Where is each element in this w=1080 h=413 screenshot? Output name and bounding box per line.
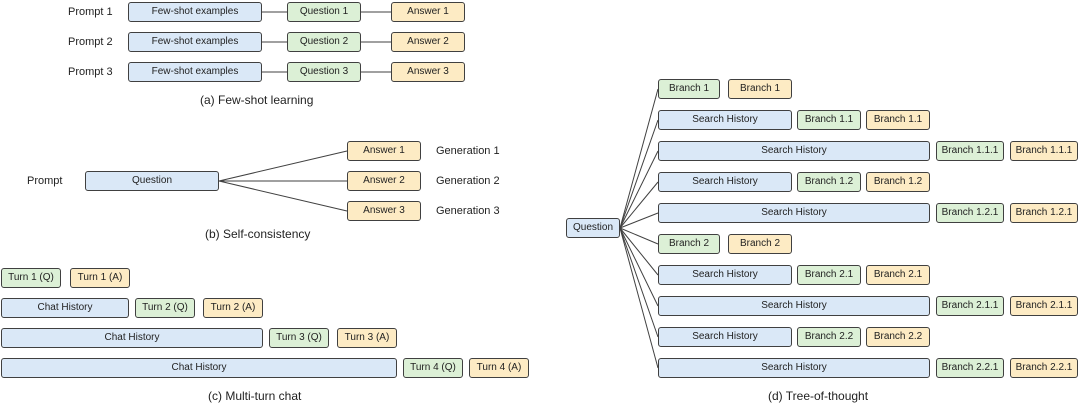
tree-branch-box: Branch 1.1 (797, 110, 861, 130)
tree-branch-box: Branch 1.1.1 (936, 141, 1004, 161)
tree-branch-result-box: Branch 1.1.1 (1010, 141, 1078, 161)
search-history-box: Search History (658, 203, 930, 223)
few-shot-prompt-label: Prompt 2 (68, 36, 113, 48)
search-history-box: Search History (658, 296, 930, 316)
connector-line (619, 227, 659, 338)
few-shot-prompt-label: Prompt 3 (68, 66, 113, 78)
few-shot-answer-box: Answer 1 (391, 2, 465, 22)
connector-line (619, 181, 659, 229)
tree-branch-box: Branch 1.2.1 (936, 203, 1004, 223)
search-history-box: Search History (658, 358, 930, 378)
turn-question-box: Turn 2 (Q) (135, 298, 195, 318)
few-shot-question-box: Question 2 (287, 32, 361, 52)
caption-multi-turn: (c) Multi-turn chat (208, 389, 302, 403)
generation-label: Generation 3 (436, 205, 500, 217)
tree-branch-box: Branch 2.1 (797, 265, 861, 285)
chat-history-box: Chat History (1, 298, 129, 318)
generation-label: Generation 2 (436, 175, 500, 187)
search-history-box: Search History (658, 265, 792, 285)
few-shot-answer-box: Answer 2 (391, 32, 465, 52)
few-shot-examples-box: Few-shot examples (128, 62, 262, 82)
tree-branch-box: Branch 2.2.1 (936, 358, 1004, 378)
tree-branch-box: Branch 2 (658, 234, 720, 254)
turn-answer-box: Turn 1 (A) (70, 268, 130, 288)
tree-branch-box: Branch 1.2 (797, 172, 861, 192)
search-history-box: Search History (658, 141, 930, 161)
self-consistency-prompt-label: Prompt (27, 175, 63, 187)
search-history-box: Search History (658, 327, 792, 347)
connector-line (619, 212, 659, 229)
tree-branch-result-box: Branch 1.1 (866, 110, 930, 130)
search-history-box: Search History (658, 172, 792, 192)
tree-root-question-box: Question (566, 218, 620, 238)
tree-branch-result-box: Branch 2.1.1 (1010, 296, 1078, 316)
connector-line (619, 150, 659, 229)
tree-branch-result-box: Branch 2.2 (866, 327, 930, 347)
turn-answer-box: Turn 2 (A) (203, 298, 263, 318)
caption-few-shot: (a) Few-shot learning (200, 93, 314, 107)
tree-branch-result-box: Branch 2 (728, 234, 792, 254)
tree-branch-box: Branch 1 (658, 79, 720, 99)
few-shot-answer-box: Answer 3 (391, 62, 465, 82)
caption-tree-of-thought: (d) Tree-of-thought (768, 389, 869, 403)
caption-self-consistency: (b) Self-consistency (205, 227, 311, 241)
connector-line (218, 180, 348, 212)
turn-question-box: Turn 3 (Q) (269, 328, 329, 348)
search-history-box: Search History (658, 110, 792, 130)
tree-branch-box: Branch 2.1.1 (936, 296, 1004, 316)
tree-branch-box: Branch 2.2 (797, 327, 861, 347)
self-consistency-answer-box: Answer 3 (347, 201, 421, 221)
connector-line (619, 227, 659, 276)
few-shot-examples-box: Few-shot examples (128, 32, 262, 52)
few-shot-prompt-label: Prompt 1 (68, 6, 113, 18)
chat-history-box: Chat History (1, 358, 397, 378)
self-consistency-answer-box: Answer 2 (347, 171, 421, 191)
self-consistency-answer-box: Answer 1 (347, 141, 421, 161)
tree-branch-result-box: Branch 1.2 (866, 172, 930, 192)
tree-branch-result-box: Branch 2.1 (866, 265, 930, 285)
turn-question-box: Turn 1 (Q) (1, 268, 61, 288)
connector-line (619, 227, 659, 307)
turn-answer-box: Turn 3 (A) (337, 328, 397, 348)
tree-branch-result-box: Branch 1 (728, 79, 792, 99)
tree-branch-result-box: Branch 2.2.1 (1010, 358, 1078, 378)
chat-history-box: Chat History (1, 328, 263, 348)
connector-line (218, 150, 348, 182)
few-shot-examples-box: Few-shot examples (128, 2, 262, 22)
turn-question-box: Turn 4 (Q) (403, 358, 463, 378)
connector-line (619, 227, 659, 369)
few-shot-question-box: Question 1 (287, 2, 361, 22)
tree-branch-result-box: Branch 1.2.1 (1010, 203, 1078, 223)
self-consistency-question-box: Question (85, 171, 219, 191)
generation-label: Generation 1 (436, 145, 500, 157)
connector-line (619, 88, 659, 229)
connector-line (619, 227, 659, 245)
few-shot-question-box: Question 3 (287, 62, 361, 82)
turn-answer-box: Turn 4 (A) (469, 358, 529, 378)
connector-line (619, 119, 659, 229)
